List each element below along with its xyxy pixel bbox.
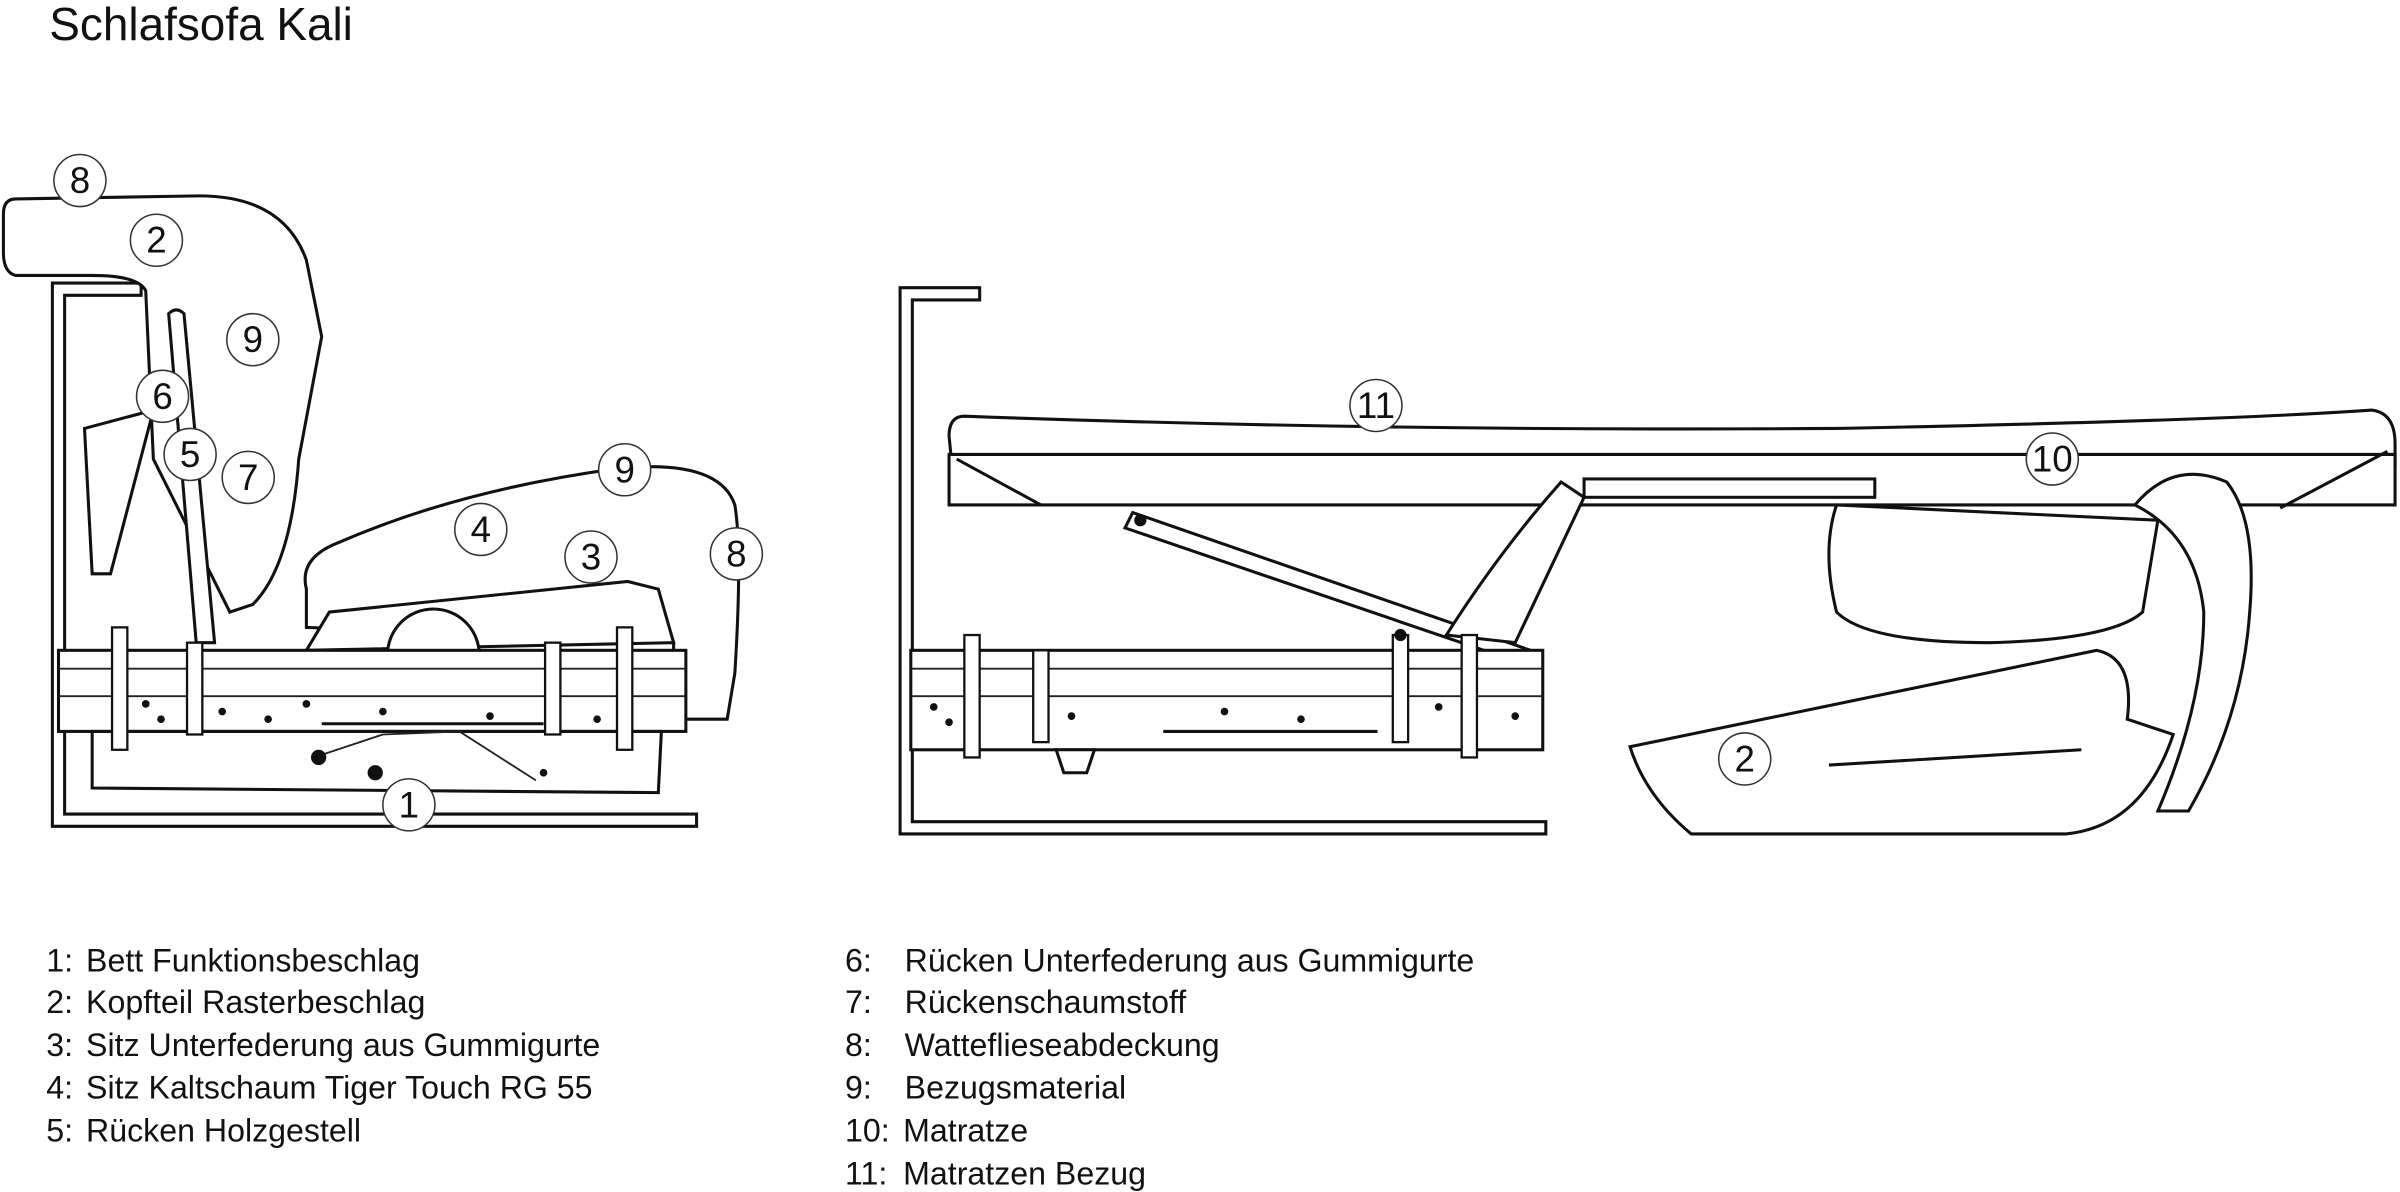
- svg-text:10: 10: [2032, 439, 2073, 480]
- headboard-cushion: [1628, 648, 2176, 836]
- bed-callouts: 11 10 2: [1349, 378, 2080, 786]
- headboard-hinge: [2132, 472, 2253, 813]
- svg-text:2: 2: [146, 220, 166, 261]
- callout-2-bed: 2: [1717, 732, 1772, 786]
- callout-11: 11: [1349, 378, 1403, 433]
- svg-text:4: 4: [471, 509, 491, 550]
- callout-6: 6: [135, 369, 190, 424]
- legend-item-11: 11:Matratzen Bezug: [845, 1155, 1146, 1191]
- callout-9: 9: [226, 312, 280, 367]
- svg-text:9: 9: [243, 319, 263, 360]
- slat-rail: [1582, 477, 1877, 499]
- svg-text:7: 7: [238, 457, 258, 498]
- page-title: Schlafsofa Kali: [49, 0, 353, 50]
- callout-3: 3: [564, 530, 618, 584]
- base-frame-bed: [909, 648, 1545, 752]
- callout-8: 8: [53, 153, 107, 208]
- legend-item-1: 1:Bett Funktionsbeschlag: [46, 943, 420, 979]
- svg-text:3: 3: [581, 536, 601, 577]
- legend-item-5: 5:Rücken Holzgestell: [46, 1113, 361, 1149]
- callout-5: 5: [163, 427, 217, 482]
- bed-diagram: 11 10 2: [898, 286, 2397, 836]
- legend-item-8: 8:Watteflieseabdeckung: [845, 1027, 1220, 1063]
- callout-2: 2: [129, 213, 184, 268]
- svg-text:2: 2: [1735, 738, 1755, 779]
- legend-item-7: 7:Rückenschaumstoff: [845, 984, 1186, 1020]
- callout-10: 10: [2025, 432, 2080, 486]
- svg-text:8: 8: [726, 533, 746, 574]
- sofa-callouts: 8 2 9 6 5 7 4 3 9 8 1: [53, 153, 764, 832]
- callout-8b: 8: [709, 527, 764, 581]
- svg-text:6: 6: [152, 376, 172, 417]
- frame-foot: [1054, 748, 1097, 775]
- callout-1: 1: [382, 778, 436, 832]
- legend-item-2: 2:Kopfteil Rasterbeschlag: [46, 984, 425, 1020]
- sofa-diagram: 8 2 9 6 5 7 4 3 9 8 1: [1, 153, 764, 832]
- callout-9b: 9: [597, 442, 652, 497]
- wall-outline-bed: [898, 286, 1548, 836]
- legend-right: 6:Rücken Unterfederung aus Gummigurte 7:…: [845, 943, 1474, 1192]
- lift-bracket: [1443, 479, 1587, 645]
- bed-mechanism: [90, 729, 663, 795]
- svg-text:11: 11: [1357, 385, 1395, 426]
- legend-item-10: 10:Matratze: [845, 1113, 1028, 1149]
- svg-text:1: 1: [399, 784, 419, 825]
- legend-item-3: 3:Sitz Unterfederung aus Gummigurte: [46, 1027, 600, 1063]
- legend-item-9: 9:Bezugsmaterial: [845, 1070, 1126, 1106]
- callout-4: 4: [454, 502, 508, 557]
- legend-left: 1:Bett Funktionsbeschlag 2:Kopfteil Rast…: [46, 943, 600, 1149]
- svg-text:5: 5: [180, 434, 200, 475]
- legend-item-4: 4:Sitz Kaltschaum Tiger Touch RG 55: [46, 1070, 592, 1106]
- callout-7: 7: [221, 450, 276, 505]
- svg-text:8: 8: [70, 160, 90, 201]
- under-cushion: [1827, 503, 2160, 645]
- svg-text:9: 9: [614, 449, 634, 490]
- legend-item-6: 6:Rücken Unterfederung aus Gummigurte: [845, 943, 1474, 979]
- base-frame: [56, 648, 688, 733]
- back-support: [82, 407, 156, 576]
